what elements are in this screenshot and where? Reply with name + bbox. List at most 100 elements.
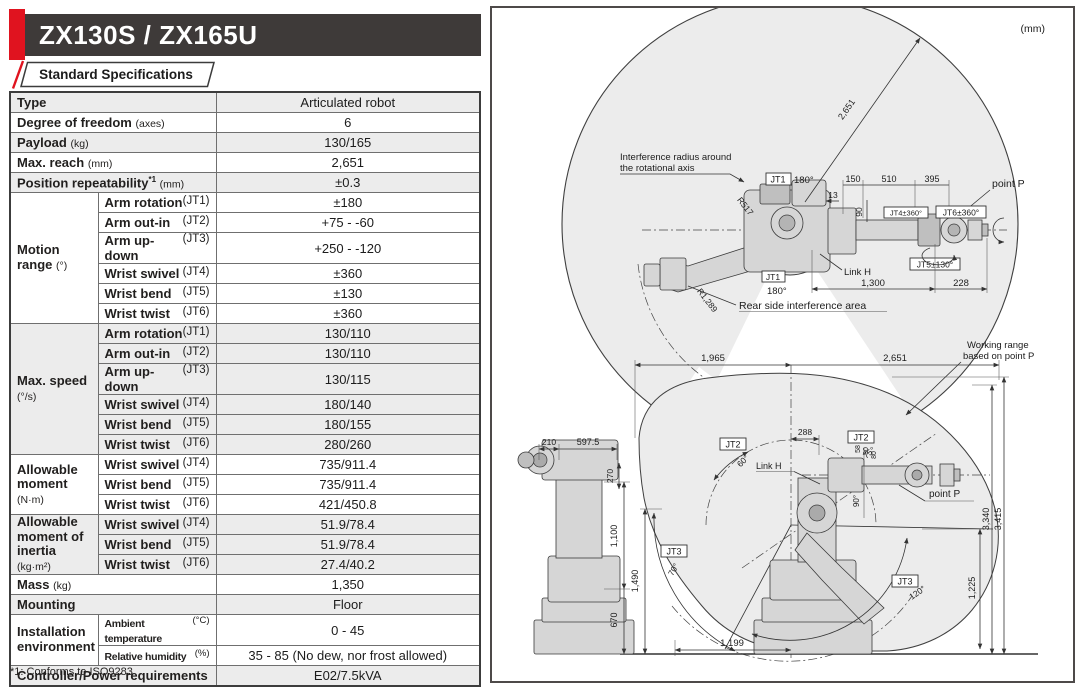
dim-label: 210 [542, 437, 556, 447]
dim-label: 150 [845, 174, 860, 184]
spec-value-cell: ±0.3 [215, 172, 481, 193]
joint-label: JT2 [725, 440, 740, 450]
spec-label-cell: (°C)Ambient temperature [97, 614, 217, 646]
spec-row: Mass (kg)1,350 [9, 574, 481, 595]
dimension-diagram-panel: 2,651 Interference radius around the rot… [490, 6, 1075, 683]
spec-row: Max. reach (mm)2,651 [9, 152, 481, 173]
spec-value-cell: 180/155 [215, 414, 481, 435]
spec-label-cell: (JT3)Arm up-down [97, 363, 217, 395]
spec-row: Motion range (°)(JT1)Arm rotation±180 [9, 192, 481, 324]
spec-group-cell: Allowable moment of inertia (kg·m²) [9, 514, 99, 575]
spec-value-cell: +75 - -60 [215, 212, 481, 233]
spec-group-cell: Max. speed (°/s) [9, 323, 99, 455]
dim-label: 3,340 [981, 508, 991, 531]
spec-label-cell: (JT2)Arm out-in [97, 343, 217, 364]
point-p-label: point P [992, 178, 1025, 190]
spec-value-cell: 421/450.8 [215, 494, 481, 515]
spec-label-cell: (JT1)Arm rotation [97, 192, 217, 213]
spec-label-cell: (JT5)Wrist bend [97, 283, 217, 304]
spec-label-cell: Controller/Power requirements [9, 665, 217, 687]
spec-label-cell: (JT5)Wrist bend [97, 474, 217, 495]
spec-label-cell: Type [9, 91, 217, 113]
spec-label-cell: (JT4)Wrist swivel [97, 394, 217, 415]
spec-label-cell: Position repeatability*1 (mm) [9, 172, 217, 193]
dim-label: 2,651 [883, 353, 907, 364]
spec-group-cell: Installation environment [9, 614, 99, 666]
spec-value-cell: 0 - 45 [215, 614, 481, 646]
rear-note-label: Rear side interference area [739, 300, 866, 312]
spec-value-cell: 1,350 [215, 574, 481, 595]
spec-value-cell: +250 - -120 [215, 232, 481, 264]
spec-value-cell: 130/110 [215, 343, 481, 364]
spec-label-cell: Max. reach (mm) [9, 152, 217, 173]
dim-label: 597.5 [577, 437, 600, 447]
joint-angle: 180° [794, 175, 814, 186]
dim-label: 90 [854, 207, 864, 217]
dim-label: 3,415 [993, 508, 1003, 531]
spec-label-cell: (JT5)Wrist bend [97, 534, 217, 555]
angle-label: 90° [852, 495, 861, 507]
spec-label-cell: Mounting [9, 594, 217, 615]
spec-value-cell: 35 - 85 (No dew, nor frost allowed) [215, 645, 481, 666]
spec-label-cell: (JT6)Wrist twist [97, 303, 217, 324]
dim-label: 270 [605, 469, 615, 483]
dim-label: 1,490 [630, 570, 640, 593]
link-h-label: Link H [844, 267, 871, 278]
page-title: ZX130S / ZX165U [39, 20, 258, 50]
spec-row: Allowable moment of inertia (kg·m²)(JT4)… [9, 514, 481, 575]
spec-value-cell: E02/7.5kVA [215, 665, 481, 687]
dim-label: 288 [798, 427, 812, 437]
dim-label: 1,300 [861, 278, 885, 289]
spec-value-cell: 130/165 [215, 132, 481, 153]
spec-group-cell: Motion range (°) [9, 192, 99, 324]
spec-row: (JT3)Arm up-down+250 - -120 [10, 232, 481, 264]
unit-note: (mm) [1021, 23, 1046, 35]
spec-value-cell: ±360 [215, 303, 481, 324]
spec-row: Installation environment(°C)Ambient temp… [9, 614, 481, 666]
spec-row: (JT5)Wrist bend±130 [10, 283, 481, 304]
dim-label: 58 [855, 445, 862, 453]
note-label: Interference radius around [620, 152, 731, 163]
spec-label-cell: (JT2)Arm out-in [97, 212, 217, 233]
spec-value-cell: ±180 [215, 192, 481, 213]
spec-value-cell: 735/911.4 [215, 454, 481, 475]
dim-label: 670 [609, 612, 619, 627]
spec-label-cell: (JT1)Arm rotation [97, 323, 217, 344]
diagram-svg: 2,651 Interference radius around the rot… [517, 8, 1046, 662]
spec-value-cell: ±130 [215, 283, 481, 304]
spec-value-cell: 130/110 [215, 323, 481, 344]
dim-label: 90 [863, 447, 870, 455]
dim-label: 510 [881, 174, 896, 184]
title-bar: ZX130S / ZX165U [25, 14, 481, 56]
robot-side-silhouette [517, 439, 635, 655]
spec-label-cell: (JT3)Arm up-down [97, 232, 217, 264]
spec-value-cell: 51.9/78.4 [215, 534, 481, 555]
dim-label: 1,965 [701, 353, 725, 364]
joint-label: JT3 [666, 547, 681, 557]
spec-value-cell: 27.4/40.2 [215, 554, 481, 575]
joint-label: JT2 [853, 433, 868, 443]
spec-row: Position repeatability*1 (mm)±0.3 [9, 172, 481, 193]
spec-label-cell: (JT6)Wrist twist [97, 434, 217, 455]
footnote: *1: Conforms to ISO9283 [10, 666, 133, 678]
spec-label-cell: (JT4)Wrist swivel [97, 454, 217, 475]
link-h-label: Link H [756, 461, 782, 471]
dim-label: 1,100 [609, 525, 619, 548]
dim-label: 13 [828, 190, 838, 200]
spec-label-cell: (JT4)Wrist swivel [97, 263, 217, 284]
dim-label: 1,225 [967, 577, 977, 600]
joint-label: JT6±360° [943, 208, 979, 218]
spec-value-cell: 2,651 [215, 152, 481, 173]
spec-value-cell: 735/911.4 [215, 474, 481, 495]
